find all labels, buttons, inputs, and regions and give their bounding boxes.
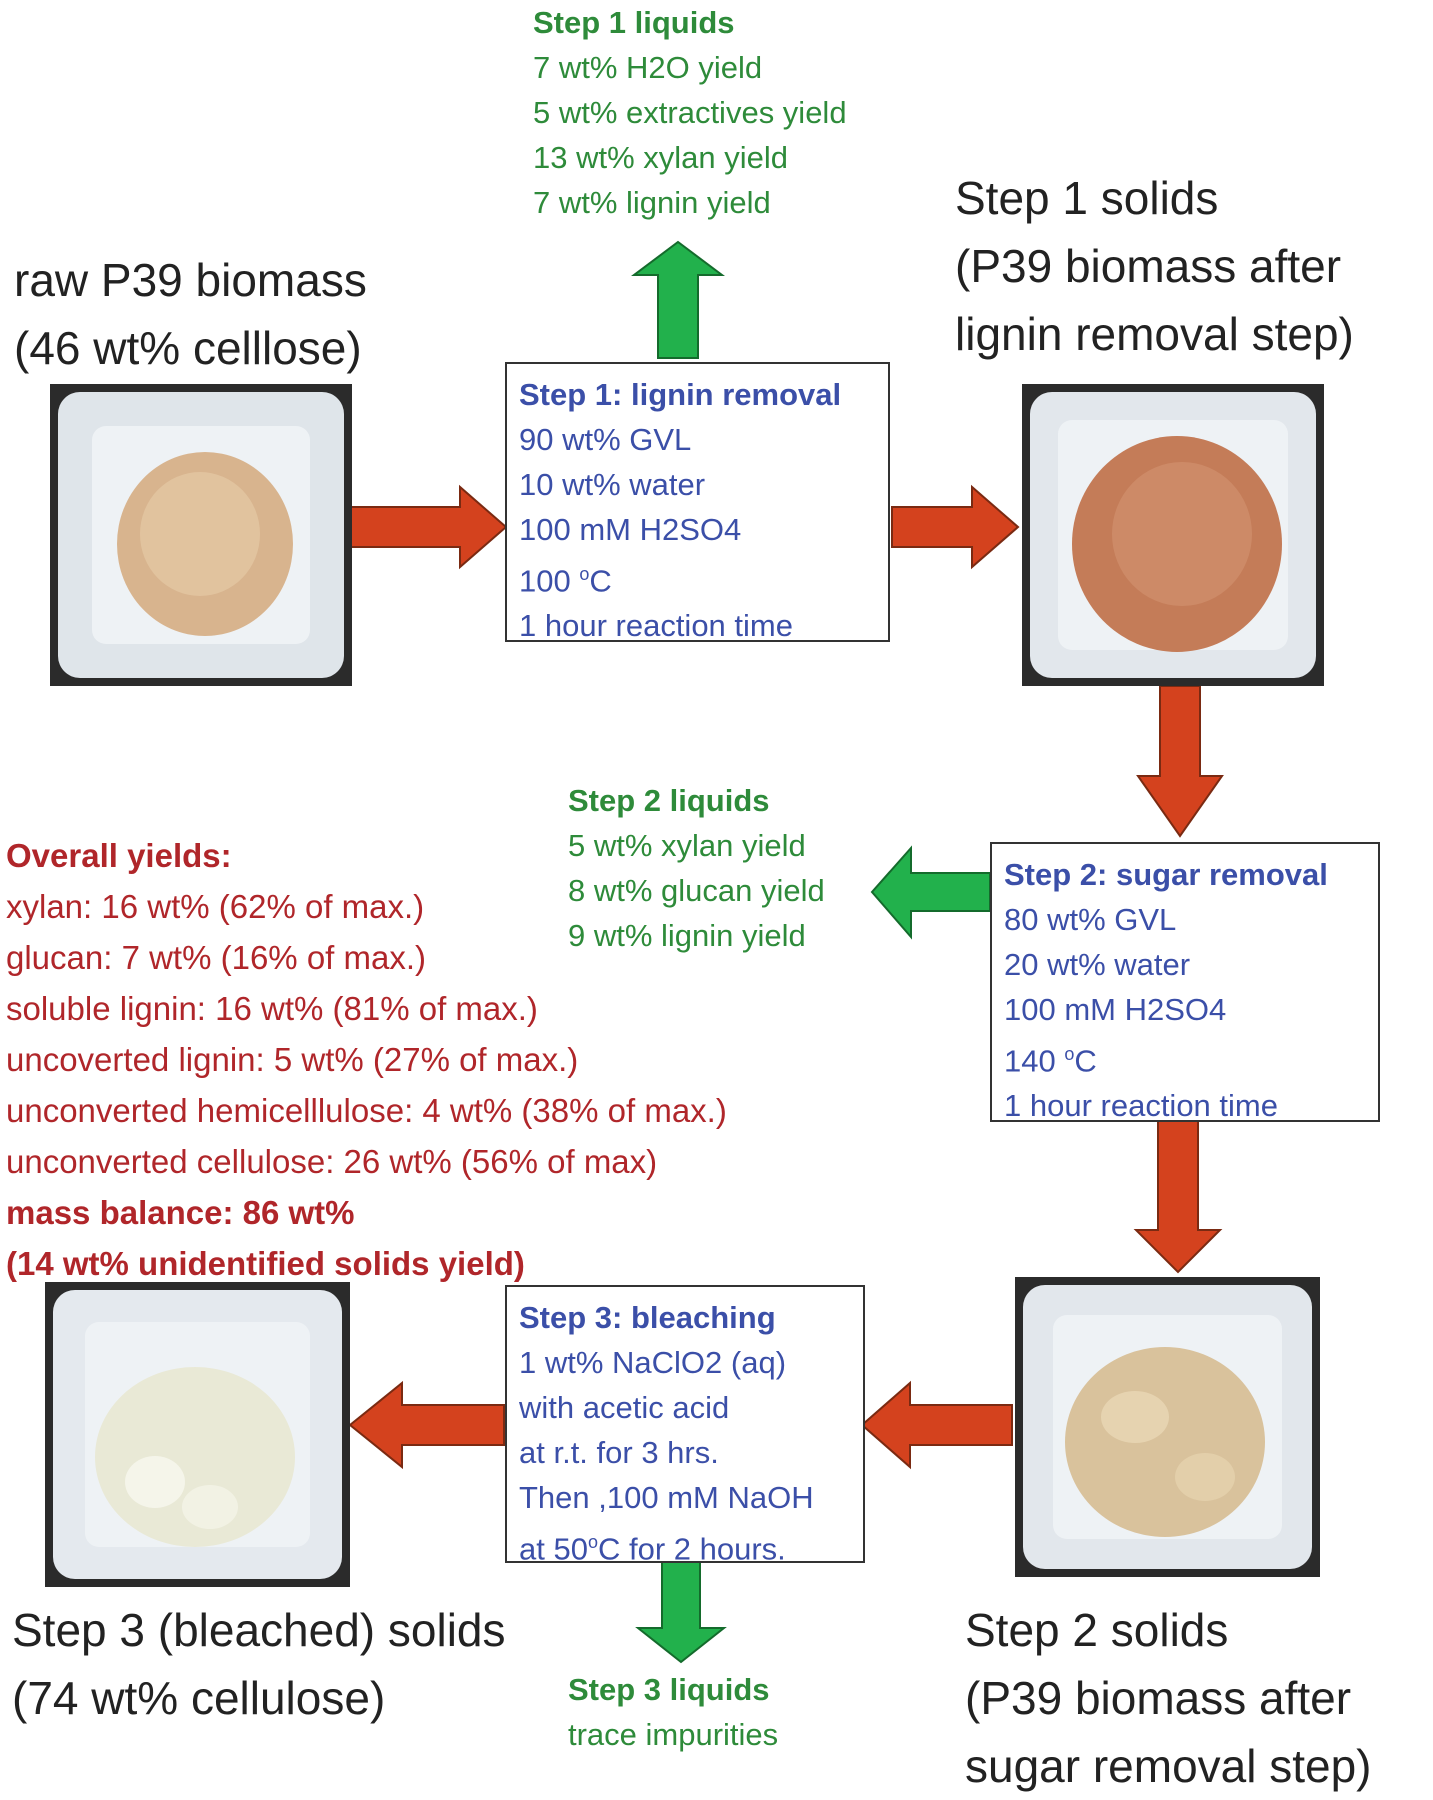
step2-box-item: 1 hour reaction time bbox=[1004, 1088, 1278, 1124]
arrow-step3-liquids-down bbox=[635, 1561, 727, 1664]
temp-unit: C bbox=[1074, 1043, 1097, 1079]
step1-liquids-item: 5 wt% extractives yield bbox=[533, 95, 847, 130]
step1-box-heading: Step 1: lignin removal bbox=[519, 377, 842, 412]
last-a: at 50 bbox=[519, 1531, 588, 1567]
arrow-step3-to-bleached bbox=[348, 1380, 505, 1470]
step2-liquids-item: 8 wt% glucan yield bbox=[568, 873, 825, 908]
degree-sup: o bbox=[579, 564, 590, 584]
step3-solids-photo bbox=[45, 1282, 350, 1587]
step1-box: Step 1: lignin removal 90 wt% GVL 10 wt%… bbox=[505, 362, 890, 643]
temp-value: 100 bbox=[519, 563, 580, 599]
raw-title: raw P39 biomass bbox=[14, 254, 367, 306]
step3-liquids: Step 3 liquids trace impurities bbox=[568, 1667, 778, 1757]
step3-solids-title: Step 3 (bleached) solids bbox=[12, 1604, 506, 1656]
step1-box-item: 10 wt% water bbox=[519, 467, 706, 502]
overall-item: unconverted cellulose: 26 wt% (56% of ma… bbox=[6, 1143, 658, 1180]
step3-box-item: at r.t. for 3 hrs. bbox=[519, 1435, 719, 1470]
step2-box-item: 80 wt% GVL bbox=[1004, 902, 1177, 937]
step1-box-item: 100 mM H2SO4 bbox=[519, 512, 742, 547]
step2-solids-desc: (P39 biomass after bbox=[965, 1672, 1352, 1724]
step3-box-item: with acetic acid bbox=[519, 1390, 730, 1425]
step3-box-last: at 50oC for 2 hours. bbox=[519, 1520, 851, 1571]
arrow-step1-liquids-up bbox=[631, 240, 725, 359]
step1-solids-desc: lignin removal step) bbox=[955, 308, 1354, 360]
step1-liquids: Step 1 liquids 7 wt% H2O yield 5 wt% ext… bbox=[533, 0, 847, 225]
step2-liquids-item: 5 wt% xylan yield bbox=[568, 828, 806, 863]
step2-solids-title: Step 2 solids bbox=[965, 1604, 1229, 1656]
step1-solids-photo bbox=[1022, 384, 1324, 686]
step3-box-heading: Step 3: bleaching bbox=[519, 1300, 776, 1335]
step3-box-item: Then ,100 mM NaOH bbox=[519, 1480, 814, 1515]
step3-box-item: 1 wt% NaClO2 (aq) bbox=[519, 1345, 787, 1380]
step2-solids-photo bbox=[1015, 1277, 1320, 1577]
step3-solids-cellulose: (74 wt% cellulose) bbox=[12, 1672, 386, 1724]
arrow-solids-to-step2 bbox=[1136, 685, 1224, 838]
step1-solids-title: Step 1 solids bbox=[955, 172, 1219, 224]
step2-liquids-item: 9 wt% lignin yield bbox=[568, 918, 806, 953]
step2-box: Step 2: sugar removal 80 wt% GVL 20 wt% … bbox=[990, 842, 1380, 1123]
step2-liquids: Step 2 liquids 5 wt% xylan yield 8 wt% g… bbox=[568, 778, 825, 958]
overall-item: unconverted hemicelllulose: 4 wt% (38% o… bbox=[6, 1092, 727, 1129]
step2-solids-desc: sugar removal step) bbox=[965, 1740, 1372, 1792]
temp-unit: C bbox=[589, 563, 612, 599]
overall-item: glucan: 7 wt% (16% of max.) bbox=[6, 939, 427, 976]
raw-biomass-label: raw P39 biomass (46 wt% celllose) bbox=[14, 246, 367, 382]
step3-solids-label: Step 3 (bleached) solids (74 wt% cellulo… bbox=[12, 1596, 506, 1732]
step1-liquids-heading: Step 1 liquids bbox=[533, 5, 735, 40]
step1-box-item: 90 wt% GVL bbox=[519, 422, 692, 457]
step1-solids-label: Step 1 solids (P39 biomass after lignin … bbox=[955, 164, 1354, 368]
last-b: C for 2 hours. bbox=[597, 1531, 786, 1567]
step2-box-heading: Step 2: sugar removal bbox=[1004, 857, 1328, 892]
step2-box-temp: 140 oC bbox=[1004, 1032, 1366, 1083]
temp-value: 140 bbox=[1004, 1043, 1065, 1079]
overall-item: soluble lignin: 16 wt% (81% of max.) bbox=[6, 990, 538, 1027]
arrow-raw-to-step1 bbox=[347, 484, 508, 570]
overall-item: xylan: 16 wt% (62% of max.) bbox=[6, 888, 425, 925]
mass-balance: mass balance: 86 wt% bbox=[6, 1194, 355, 1231]
raw-cellulose: (46 wt% celllose) bbox=[14, 322, 362, 374]
step1-liquids-item: 7 wt% lignin yield bbox=[533, 185, 771, 220]
step1-liquids-item: 7 wt% H2O yield bbox=[533, 50, 763, 85]
degree-sup: o bbox=[1064, 1044, 1075, 1064]
step2-solids-label: Step 2 solids (P39 biomass after sugar r… bbox=[965, 1596, 1372, 1800]
step3-box: Step 3: bleaching 1 wt% NaClO2 (aq) with… bbox=[505, 1285, 865, 1566]
overall-heading: Overall yields: bbox=[6, 837, 232, 874]
step2-liquids-heading: Step 2 liquids bbox=[568, 783, 770, 818]
step1-box-item: 1 hour reaction time bbox=[519, 608, 793, 644]
overall-item: uncoverted lignin: 5 wt% (27% of max.) bbox=[6, 1041, 579, 1078]
degree-sup: o bbox=[587, 1532, 598, 1552]
step1-liquids-item: 13 wt% xylan yield bbox=[533, 140, 789, 175]
unidentified-solids: (14 wt% unidentified solids yield) bbox=[6, 1245, 525, 1282]
arrow-step2-liquids-left bbox=[870, 845, 991, 940]
overall-yields: Overall yields: xylan: 16 wt% (62% of ma… bbox=[6, 830, 727, 1289]
step1-box-temp: 100 oC bbox=[519, 552, 876, 603]
step2-box-item: 100 mM H2SO4 bbox=[1004, 992, 1227, 1027]
step3-liquids-item: trace impurities bbox=[568, 1717, 779, 1752]
step1-solids-desc: (P39 biomass after bbox=[955, 240, 1342, 292]
step2-box-item: 20 wt% water bbox=[1004, 947, 1191, 982]
arrow-step2-to-solids bbox=[1133, 1118, 1223, 1274]
arrow-step1-to-solids bbox=[891, 484, 1020, 570]
step3-liquids-heading: Step 3 liquids bbox=[568, 1672, 770, 1707]
arrow-solids-to-step3 bbox=[860, 1380, 1013, 1470]
raw-biomass-photo bbox=[50, 384, 352, 686]
